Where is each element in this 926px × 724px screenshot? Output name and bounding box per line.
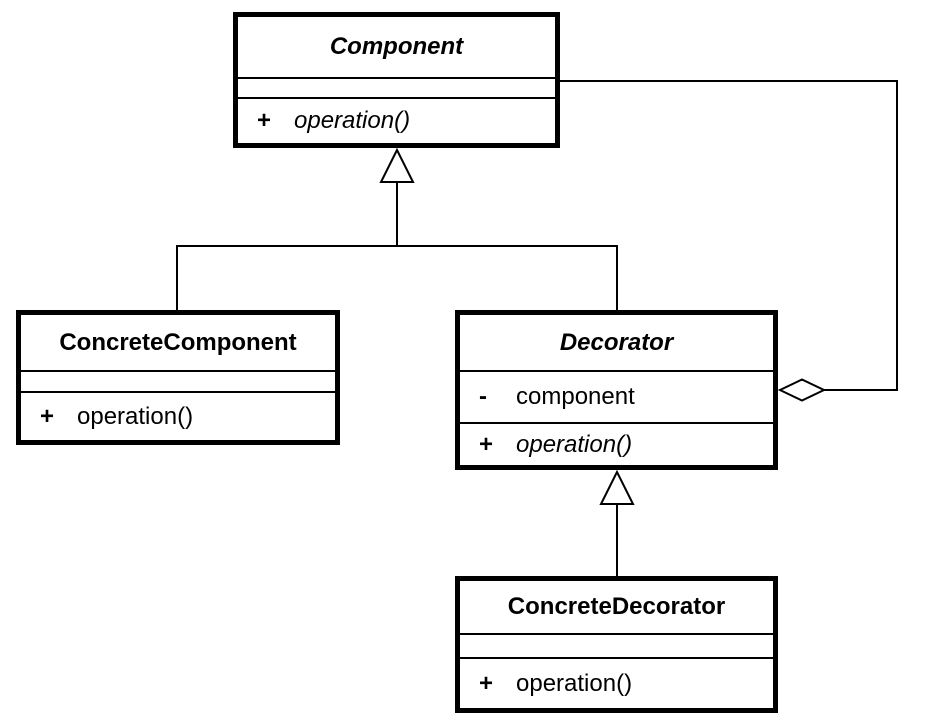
class-component-attributes-section bbox=[238, 77, 555, 97]
class-decorator-title: Decorator bbox=[559, 328, 674, 356]
aggregation-diamond-icon bbox=[777, 378, 827, 402]
attribute-row: - component bbox=[460, 385, 773, 409]
generalization-hub-line bbox=[176, 245, 618, 310]
method-visibility: + bbox=[40, 402, 55, 430]
method-visibility: + bbox=[479, 430, 494, 458]
generalization-arrowhead-icon bbox=[599, 469, 635, 505]
class-concrete-decorator-attributes-section bbox=[460, 633, 773, 657]
class-component-title: Component bbox=[329, 33, 464, 60]
method-row: + operation() bbox=[21, 402, 335, 430]
method-name: operation() bbox=[294, 107, 411, 134]
method-name: operation() bbox=[516, 430, 633, 458]
class-concrete-component-attributes-section bbox=[21, 370, 335, 391]
class-decorator-methods-section: + operation() bbox=[460, 422, 773, 465]
attribute-name: component bbox=[516, 383, 635, 410]
class-decorator-attributes-section: - component bbox=[460, 370, 773, 422]
aggregation-line bbox=[560, 80, 898, 391]
class-concrete-decorator-title: ConcreteDecorator bbox=[507, 593, 726, 620]
class-component-methods-section: + operation() bbox=[238, 97, 555, 143]
class-concrete-decorator: ConcreteDecorator + operation() bbox=[455, 576, 778, 713]
attribute-visibility: - bbox=[479, 383, 487, 410]
class-concrete-component-methods-section: + operation() bbox=[21, 391, 335, 440]
method-name: operation() bbox=[77, 402, 194, 430]
method-visibility: + bbox=[479, 669, 494, 697]
method-visibility: + bbox=[257, 107, 272, 134]
class-concrete-component: ConcreteComponent + operation() bbox=[16, 310, 340, 445]
class-concrete-decorator-methods-section: + operation() bbox=[460, 657, 773, 708]
method-row: + operation() bbox=[238, 109, 555, 133]
class-concrete-component-title: ConcreteComponent bbox=[59, 328, 297, 356]
method-row: + operation() bbox=[460, 430, 773, 458]
class-decorator: Decorator - component + operation() bbox=[455, 310, 778, 470]
generalization-arrowhead-icon bbox=[379, 147, 415, 183]
method-row: + operation() bbox=[460, 669, 773, 697]
method-name: operation() bbox=[516, 669, 633, 697]
class-component: Component + operation() bbox=[233, 12, 560, 148]
